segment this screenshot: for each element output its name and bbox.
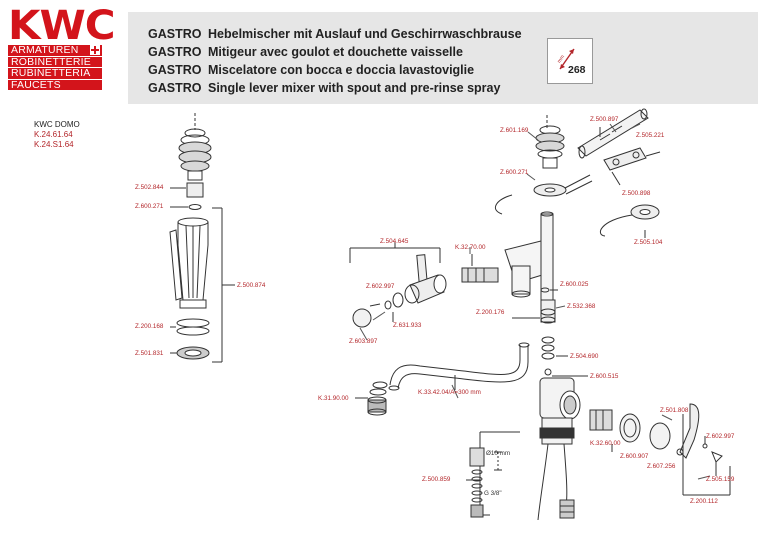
part-label: Z.505.221 xyxy=(636,132,665,139)
part-label: Z.501.831 xyxy=(135,350,164,357)
part-label: Z.631.933 xyxy=(393,322,422,329)
part-label: Z.600.271 xyxy=(500,169,529,176)
dimension-label: Ø10 mm xyxy=(486,450,511,457)
series-name: GASTRO xyxy=(148,45,202,59)
series-name: GASTRO xyxy=(148,63,202,77)
model-code-1: K.24.61.64 xyxy=(34,130,73,139)
part-label: K.32.60.00 xyxy=(590,440,621,447)
part-label: Z.600.907 xyxy=(620,453,649,460)
cartridge-body xyxy=(169,217,209,309)
hose-end xyxy=(559,499,575,519)
series-name: GASTRO xyxy=(148,27,202,41)
side-valve xyxy=(589,409,671,452)
part-label: Z.504.645 xyxy=(380,238,409,245)
model-code-2: K.24.S1.64 xyxy=(34,140,74,149)
header-band xyxy=(128,12,758,104)
supply-fittings xyxy=(466,431,520,518)
part-label: Z.500.898 xyxy=(622,190,651,197)
part-label: Z.200.112 xyxy=(690,498,718,505)
logo-wordmark: KWC xyxy=(8,3,116,49)
cartridge-knob xyxy=(178,113,212,181)
thread-label: G 3/8" xyxy=(484,490,502,497)
title-row-it: GASTRO Miscelatore con bocca e doccia lav… xyxy=(148,61,522,79)
dimension-arrow-icon: mm xyxy=(556,48,575,70)
wall-bracket xyxy=(603,147,661,186)
part-label: Z.600.515 xyxy=(590,373,619,380)
kwc-logo: KWC ARMATUREN ROBINETTERIE RUBINETTERIA … xyxy=(8,6,120,90)
swiss-cross-icon xyxy=(90,45,100,55)
part-label: Z.607.256 xyxy=(647,463,676,470)
swing-spout xyxy=(388,342,530,391)
title-text: Miscelatore con bocca e doccia lavastovi… xyxy=(208,63,475,77)
title-text: Hebelmischer mit Auslauf und Geschirrwas… xyxy=(208,27,522,41)
spray-pipe xyxy=(577,108,649,159)
part-label: Z.532.368 xyxy=(567,303,596,310)
spray-holder xyxy=(494,115,593,215)
part-label: Z.504.690 xyxy=(570,353,599,360)
spout-aerator xyxy=(355,381,388,416)
part-label: K.32.70.00 xyxy=(455,244,486,251)
hook-holder xyxy=(600,204,660,238)
part-label: K.31.90.00 xyxy=(318,395,349,402)
part-label: Z.505.159 xyxy=(706,476,735,483)
part-label: Z.601.169 xyxy=(500,127,529,134)
part-label: Z.600.025 xyxy=(560,281,589,288)
part-label: K.33.42.04/A=300 mm xyxy=(418,389,481,396)
logo-line-3: RUBINETTERIA xyxy=(8,67,102,79)
logo-line-1: ARMATUREN xyxy=(8,44,102,56)
series-name: GASTRO xyxy=(148,81,202,95)
spout-body-head xyxy=(504,211,554,315)
side-lever xyxy=(676,403,731,496)
bracket-z504645 xyxy=(349,242,441,263)
part-label: Z.200.168 xyxy=(135,323,164,330)
part-label: Z.500.859 xyxy=(422,476,451,483)
part-label: Z.500.897 xyxy=(590,116,619,123)
part-label: Z.602.997 xyxy=(706,433,735,440)
model-block: KWC DOMO K.24.61.64 K.24.S1.64 xyxy=(34,120,80,150)
part-label: Z.505.104 xyxy=(634,239,663,246)
part-label: Z.602.997 xyxy=(366,283,395,290)
part-label: Z.501.808 xyxy=(660,407,689,414)
logo-line-2: ROBINETTERIE xyxy=(8,55,102,67)
cartridge-adapter xyxy=(170,182,204,210)
page-unit: mm xyxy=(556,54,566,64)
part-label: Z.500.874 xyxy=(237,282,266,289)
mixer-body xyxy=(537,377,581,521)
part-label: Z.200.176 xyxy=(476,309,505,316)
part-label: Z.603.897 xyxy=(349,338,378,345)
leader-lines xyxy=(359,123,711,480)
page-dimension-box: mm xyxy=(547,38,593,84)
title-text: Mitigeur avec goulot et douchette vaisse… xyxy=(208,45,463,59)
part-label: Z.502.844 xyxy=(135,184,164,191)
handle-lever xyxy=(352,254,447,328)
title-row-fr: GASTRO Mitigeur avec goulot et douchette … xyxy=(148,43,522,61)
title-block: GASTRO Hebelmischer mit Auslauf und Gesch… xyxy=(148,25,522,97)
page-number: 268 xyxy=(568,64,586,76)
spout-connector xyxy=(512,287,588,377)
title-row-de: GASTRO Hebelmischer mit Auslauf und Gesch… xyxy=(148,25,522,43)
title-row-en: GASTRO Single lever mixer with spout and … xyxy=(148,79,522,97)
part-label: Z.600.271 xyxy=(135,203,164,210)
model-name: KWC DOMO xyxy=(34,120,80,129)
title-text: Single lever mixer with spout and pre-ri… xyxy=(208,81,501,95)
logo-line-4: FAUCETS xyxy=(8,78,102,90)
valve-cartridge xyxy=(461,254,499,283)
bracket-z500874 xyxy=(212,207,235,363)
cartridge-seals xyxy=(170,318,210,360)
